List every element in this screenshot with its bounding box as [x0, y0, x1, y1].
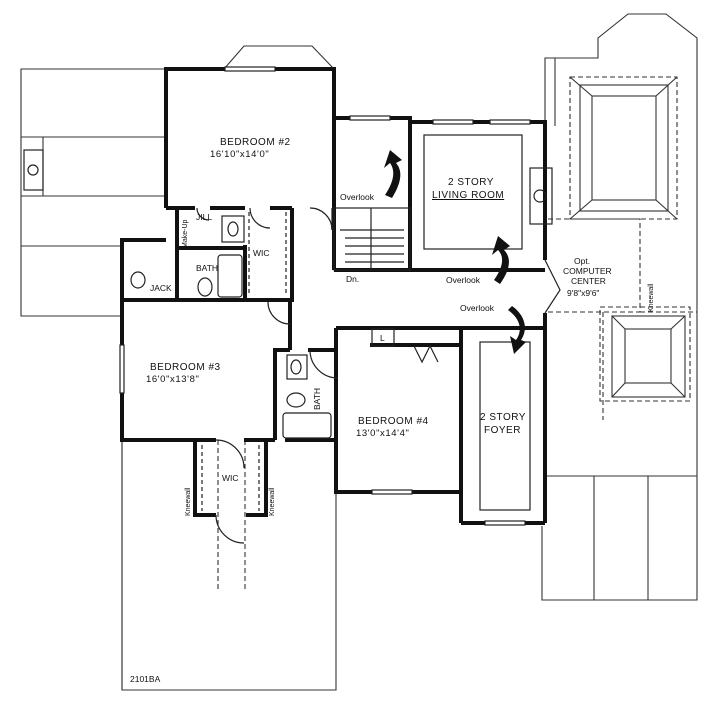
bedroom-4-label: BEDROOM #4: [358, 416, 429, 427]
computer-dims: 9'8"x9'6": [567, 288, 599, 298]
bath-lower-label: BATH: [312, 388, 322, 410]
foyer-line2: FOYER: [484, 425, 521, 436]
overlook-stair-label: Overlook: [340, 192, 375, 202]
computer-line3: CENTER: [571, 276, 606, 286]
plan-id: 2101BA: [130, 674, 161, 684]
overlook-arrow-foyer: [508, 306, 526, 354]
bedroom-4-dims: 13'0"x14'4": [356, 428, 409, 439]
linen-label: L: [380, 333, 385, 343]
overlook-foyer-label: Overlook: [460, 303, 495, 313]
make-up-label: Make-Up: [182, 219, 189, 248]
bath-upper-label: BATH: [196, 263, 218, 273]
overlook-living-label: Overlook: [446, 275, 481, 285]
bedroom-3-label: BEDROOM #3: [150, 362, 221, 373]
living-room-line1: 2 STORY: [448, 177, 494, 188]
bedroom-3-dims: 16'0"x13'8": [146, 374, 199, 385]
jack-label: JACK: [150, 283, 172, 293]
bedroom-2-dims: 16'10"x14'0": [210, 149, 269, 160]
walls: [120, 67, 547, 525]
kneewall-left-label: Kneewall: [185, 487, 192, 516]
wic-lower-label: WIC: [222, 473, 239, 483]
labels: BEDROOM #2 16'10"x14'0" BEDROOM #3 16'0"…: [130, 137, 655, 684]
computer-opt: Opt.: [574, 256, 590, 266]
overlook-arrow-living: [492, 236, 510, 284]
overlook-arrows: [384, 150, 526, 354]
bedroom-2-label: BEDROOM #2: [220, 137, 291, 148]
jill-label: JILL: [196, 212, 212, 222]
wic-upper-label: WIC: [253, 248, 270, 258]
foyer-line1: 2 STORY: [480, 412, 526, 423]
overlook-arrow-stair: [384, 150, 402, 198]
kneewall-mid-label: Kneewall: [269, 487, 276, 516]
interior-details: [23, 66, 561, 544]
down-label: Dn.: [346, 274, 359, 284]
kneewall-right-label: Kneewall: [648, 283, 655, 312]
living-room-line2: LIVING ROOM: [432, 190, 504, 201]
computer-line2: COMPUTER: [563, 266, 612, 276]
roof-outline: [20, 13, 698, 691]
